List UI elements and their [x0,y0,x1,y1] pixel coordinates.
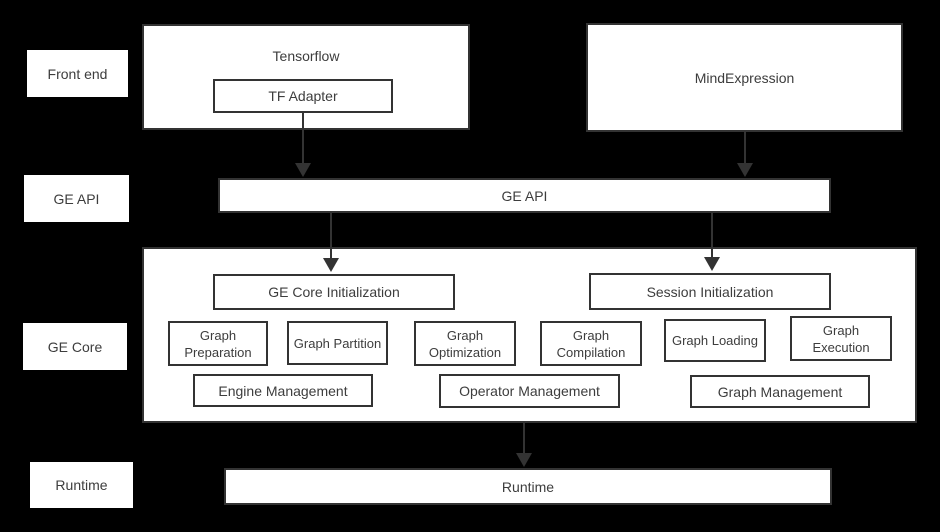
row-label-ge-api: GE API [24,175,129,222]
graph-execution-box: Graph Execution [790,316,892,361]
graph-compilation-box: Graph Compilation [540,321,642,366]
graph-partition-box: Graph Partition [287,321,388,365]
ge-core-box: GE Core Initialization Session Initializ… [142,247,917,423]
tensorflow-box: Tensorflow TF Adapter [142,24,470,130]
engine-management-box: Engine Management [193,374,373,407]
arrow-shaft [744,131,746,163]
arrow-ge-core-to-runtime [516,423,532,467]
graph-optimization-box: Graph Optimization [414,321,516,366]
row-label-ge-core: GE Core [23,323,127,370]
row-label-front-end: Front end [27,50,128,97]
runtime-bar: Runtime [224,468,832,505]
arrow-tf-adapter-to-ge-api [295,113,311,177]
arrow-ge-api-to-session-init [704,213,720,271]
arrow-head-icon [737,163,753,177]
arrow-head-icon [295,163,311,177]
session-initialization-box: Session Initialization [589,273,831,310]
arrow-head-icon [704,257,720,271]
tf-adapter-box: TF Adapter [213,79,393,113]
arrow-shaft [523,423,525,453]
graph-loading-box: Graph Loading [664,319,766,362]
arrow-mindexpression-to-ge-api [737,131,753,177]
row-label-runtime: Runtime [30,462,133,508]
ge-api-bar: GE API [218,178,831,213]
graph-management-box: Graph Management [690,375,870,408]
arrow-shaft [711,213,713,257]
arrow-ge-api-to-ge-core-init [323,213,339,272]
tensorflow-label: Tensorflow [272,48,340,64]
arrow-head-icon [323,258,339,272]
mindexpression-box: MindExpression [586,23,903,132]
arrow-head-icon [516,453,532,467]
operator-management-box: Operator Management [439,374,620,408]
ge-core-initialization-box: GE Core Initialization [213,274,455,310]
graph-preparation-box: Graph Preparation [168,321,268,366]
arrow-shaft [302,113,304,163]
arrow-shaft [330,213,332,258]
